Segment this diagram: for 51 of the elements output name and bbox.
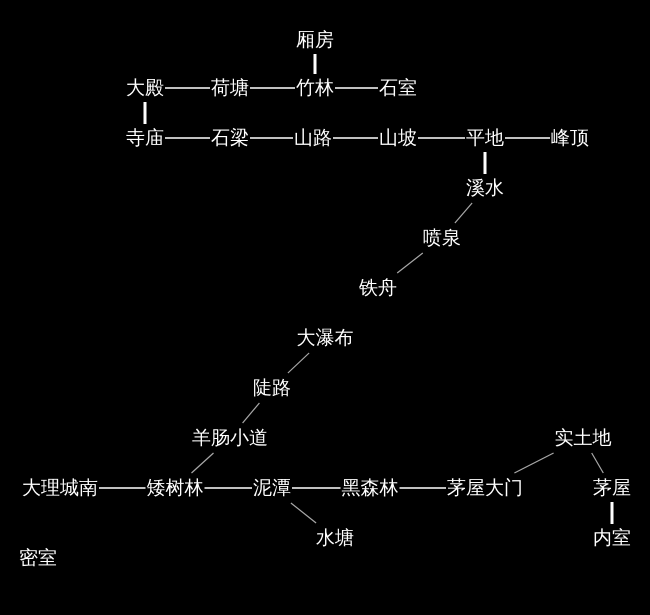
place-label: 峰顶 — [551, 126, 589, 150]
place-label: 竹林 — [296, 76, 334, 100]
place-label: 水塘 — [316, 526, 354, 550]
connector-line — [333, 137, 378, 139]
place-label: 溪水 — [466, 176, 504, 200]
place-label: 大瀑布 — [296, 326, 354, 350]
connector-line — [204, 487, 252, 489]
connector-line — [396, 252, 424, 274]
place-label: 大理城南 — [22, 476, 98, 500]
connector-line — [165, 137, 210, 139]
connector-line — [191, 452, 214, 474]
place-label: 山坡 — [379, 126, 417, 150]
place-label: 羊肠小道 — [192, 426, 268, 450]
place-label: 铁舟 — [359, 276, 397, 300]
place-label: 矮树林 — [146, 476, 204, 500]
connector-line — [505, 137, 550, 139]
connector-line — [144, 102, 146, 124]
connector-line — [314, 54, 316, 74]
place-label: 黑森林 — [342, 476, 398, 500]
connector-line — [250, 87, 295, 89]
place-label: 茅屋大门 — [447, 476, 523, 500]
connector-line — [400, 487, 446, 489]
connector-line — [99, 487, 146, 489]
place-label: 茅屋 — [593, 476, 631, 500]
place-label: 喷泉 — [423, 226, 461, 250]
connector-line — [610, 502, 614, 524]
place-label: 山路 — [294, 126, 332, 150]
connector-line — [591, 452, 604, 474]
place-label: 内室 — [593, 526, 631, 550]
place-label: 大殿 — [126, 76, 164, 100]
place-label: 陡路 — [253, 376, 291, 400]
place-label: 泥潭 — [253, 476, 291, 500]
connector-line — [418, 137, 465, 139]
connector-line — [290, 502, 316, 524]
connector-line — [292, 487, 340, 489]
place-label: 石室 — [379, 76, 417, 100]
place-label: 实土地 — [554, 426, 612, 450]
connector-line — [335, 87, 378, 89]
connector-line — [454, 202, 473, 224]
place-label: 寺庙 — [126, 126, 164, 150]
place-label: 平地 — [466, 126, 504, 150]
connector-line — [165, 87, 210, 89]
place-label: 厢房 — [296, 28, 334, 52]
place-label: 密室 — [19, 546, 57, 570]
connector-line — [242, 402, 260, 424]
connector-line — [514, 452, 554, 474]
connector-line — [250, 137, 293, 139]
place-label: 荷塘 — [211, 76, 249, 100]
place-label: 石梁 — [211, 126, 249, 150]
connector-line — [287, 352, 310, 374]
connector-line — [484, 152, 486, 174]
